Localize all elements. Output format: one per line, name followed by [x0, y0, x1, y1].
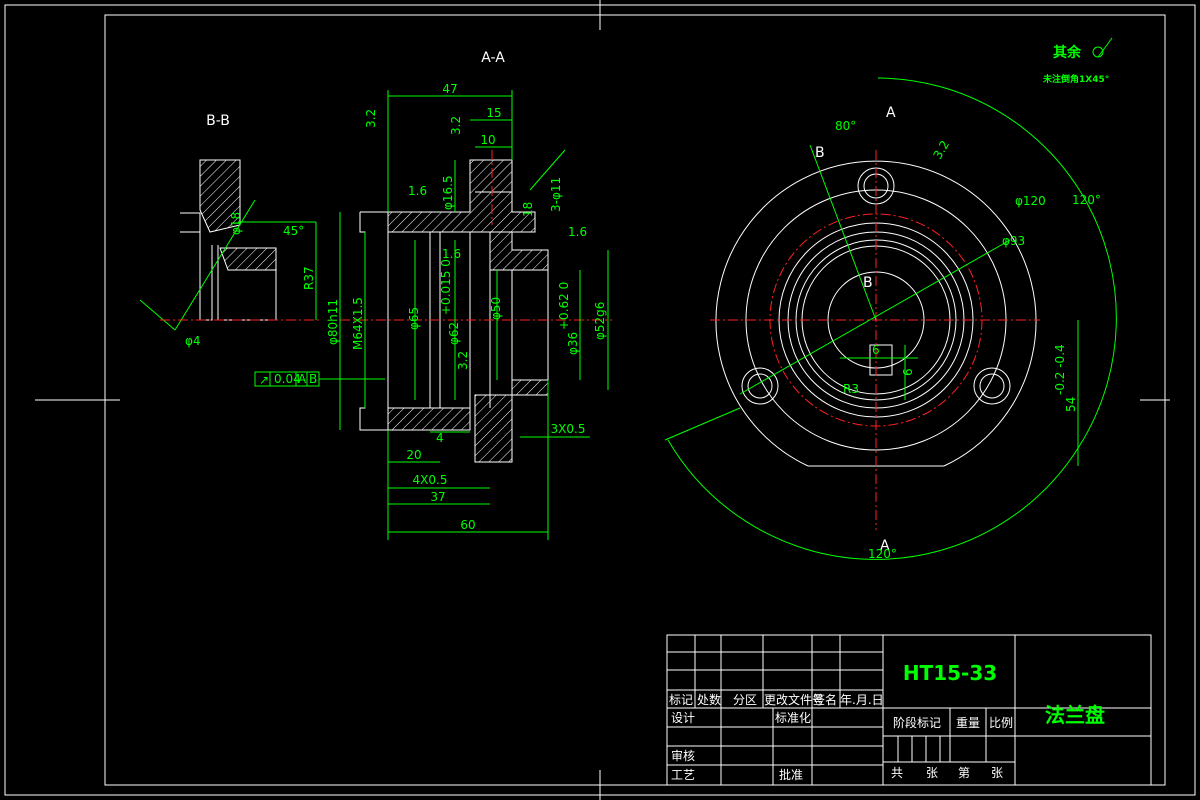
aa-phi80-dim: φ80h11: [326, 299, 340, 345]
section-aa-view: A-A 47 15 10 φ16.5 3-φ11 18: [254, 50, 612, 540]
front-dim-r3: R3: [843, 382, 859, 396]
approve-label: 批准: [779, 767, 803, 782]
bb-r37-dim: R37: [302, 266, 316, 290]
process-label: 工艺: [671, 768, 695, 782]
title-block: HT15-33 法兰盘 标记 处数 分区 更改文件号 签名 年.月.日 设计 标…: [666, 634, 1152, 786]
aa-dim-20: 20: [406, 448, 421, 462]
stage-mark-label: 阶段标记: [893, 715, 941, 730]
aa-phi16-5-dim: φ16.5: [441, 175, 455, 210]
aa-hatch-bottom-flange: [387, 407, 471, 431]
aa-phi50-dim: φ50: [489, 297, 503, 320]
aa-roughness-1-6-a: 1.6: [408, 184, 427, 198]
total-label: 共: [891, 766, 903, 780]
aa-phi36-dim: φ36: [566, 332, 580, 355]
aa-roughness-3-2-b: 3.2: [449, 116, 463, 135]
front-angle-80: 80°: [835, 119, 856, 133]
page-sheet-label: 张: [991, 766, 1003, 780]
aa-dim-4x0-5: 4X0.5: [413, 473, 448, 487]
tolerance-value: 0.04: [274, 372, 301, 386]
aa-hatch-top-hub: [489, 231, 549, 271]
aa-hatch-bottom-hub: [474, 394, 513, 463]
row-label-zone: 分区: [733, 693, 757, 707]
standardization-label: 标准化: [775, 711, 811, 725]
material-label: HT15-33: [903, 661, 997, 685]
aa-m64-dim: M64X1.5: [351, 297, 365, 350]
front-roughness-3-2: 3.2: [930, 138, 952, 162]
row-label-signature: 签名: [813, 692, 837, 707]
part-name-label: 法兰盘: [1045, 703, 1105, 727]
front-dim-54-tolerance: -0.2 -0.4: [1053, 344, 1067, 395]
front-dim-6b: 6: [901, 368, 915, 376]
bb-angle45-dim: 45°: [283, 224, 304, 238]
aa-dim-4: 4: [436, 431, 444, 445]
bb-phi18-dim: φ18: [229, 212, 243, 235]
aa-phi36-tolerance: +0.62 0: [557, 282, 571, 330]
aa-dim-47: 47: [442, 82, 457, 96]
tolerance-datum-b: B: [309, 372, 317, 386]
sheet-label: 张: [926, 766, 938, 780]
front-angle-120a: 120°: [1072, 193, 1101, 207]
general-notes: 其余 未注倒角1X45°: [1042, 37, 1113, 85]
section-bb-hatch-upper: [199, 159, 241, 233]
scale-label: 比例: [989, 716, 1013, 730]
front-mark-a-bottom: A: [880, 538, 890, 554]
front-angle-120b: 120°: [868, 547, 897, 561]
tolerance-datum-a: A: [298, 372, 307, 386]
note-chamfer: 未注倒角1X45°: [1042, 73, 1109, 85]
design-label: 设计: [671, 711, 695, 725]
aa-phi62-tolerance: +0.015 0: [439, 259, 453, 315]
front-phi120: φ120: [1015, 194, 1046, 208]
row-label-change-doc: 更改文件号: [764, 692, 824, 707]
aa-roughness-3-2-c: 3.2: [456, 351, 470, 370]
aa-phi65-dim: φ65: [407, 307, 421, 330]
aa-dim-10: 10: [480, 133, 495, 147]
bb-phi4-dim: φ4: [185, 334, 201, 348]
row-label-count: 处数: [697, 692, 721, 707]
front-phi93: φ93: [1002, 234, 1025, 248]
front-mark-b: B: [815, 145, 825, 161]
note-remaining: 其余: [1053, 44, 1082, 61]
aa-dim-37: 37: [430, 490, 445, 504]
front-dim-6a: 6: [872, 343, 880, 357]
aa-tolerance-frame: ↗ 0.04 A B: [254, 371, 385, 387]
aa-dim-3x0-5: 3X0.5: [551, 422, 586, 436]
aa-phi62-dim: φ62: [447, 322, 461, 345]
aa-dim-60: 60: [460, 518, 475, 532]
front-mark-a-top: A: [886, 105, 896, 121]
aa-roughness-1-6-b: 1.6: [442, 247, 461, 261]
aa-holes-dim: 3-φ11: [549, 177, 563, 212]
aa-hatch-top-flange: [387, 159, 536, 233]
section-bb-hatch-lower: [219, 247, 277, 271]
section-bb-view: B-B φ18 45° R37 φ4: [139, 113, 320, 348]
drawing-frame: [4, 0, 1196, 800]
aa-phi52-dim: φ52g6: [593, 302, 607, 340]
row-label-date: 年.月.日: [840, 693, 884, 707]
row-label-mark: 标记: [669, 693, 693, 707]
aa-hatch-bottom-stub: [511, 379, 549, 396]
weight-label: 重量: [956, 716, 980, 730]
aa-roughness-3-2-a: 3.2: [364, 109, 378, 128]
aa-roughness-1-6-c: 1.6: [568, 225, 587, 239]
front-dim-54: 54: [1064, 397, 1078, 412]
aa-dim-18: 18: [521, 202, 535, 217]
aa-dim-15: 15: [486, 106, 501, 120]
section-bb-label: B-B: [206, 113, 230, 129]
section-aa-label: A-A: [481, 50, 505, 66]
tolerance-arrow-icon: ↗: [259, 373, 269, 387]
front-mark-b-center: B: [863, 275, 873, 291]
review-label: 审核: [671, 748, 695, 763]
front-view: A A B B 80° φ120 φ93 120° 120° 6 6 R3 54…: [664, 77, 1117, 561]
page-label: 第: [958, 766, 970, 780]
